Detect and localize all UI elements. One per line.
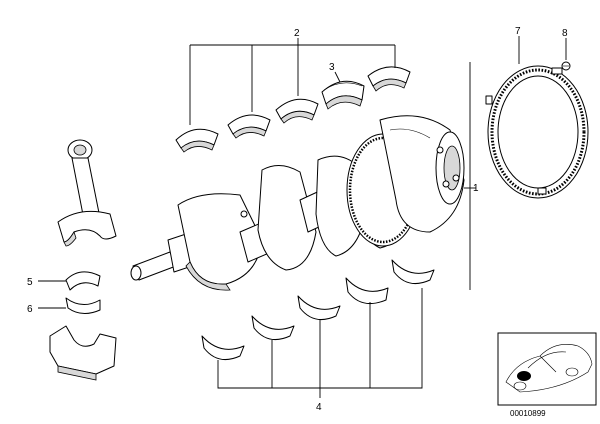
callout-8-label: 8 xyxy=(562,28,568,39)
inset-image-code: 00010899 xyxy=(510,409,546,418)
conrod-bearing-upper[interactable] xyxy=(65,271,101,291)
lower-bearing-shell-1[interactable] xyxy=(201,335,245,361)
callout-1-label: 1 xyxy=(473,183,479,194)
connecting-rod[interactable] xyxy=(57,139,117,247)
callout-7-8-leaders xyxy=(518,36,567,64)
increment-wheel[interactable] xyxy=(485,65,589,199)
crankshaft[interactable] xyxy=(130,115,465,291)
car-silhouette xyxy=(505,344,593,393)
callout-5-6-leaders xyxy=(38,280,66,309)
conrod-bearing-lower[interactable] xyxy=(65,297,101,314)
callout-6-label: 6 xyxy=(27,304,33,315)
lower-bearing-shell-2[interactable] xyxy=(251,315,295,341)
vehicle-locator-inset: 00010899 xyxy=(497,332,597,418)
callout-5-label: 5 xyxy=(27,277,33,288)
lower-bearing-shell-3[interactable] xyxy=(297,295,341,321)
lower-thrust-bearing-shell[interactable] xyxy=(345,277,389,305)
callout-1-leader xyxy=(464,62,476,290)
callout-7-label: 7 xyxy=(515,26,521,37)
thrust-bearing-shell[interactable] xyxy=(321,80,365,110)
upper-bearing-shell-5[interactable] xyxy=(367,66,411,92)
upper-bearing-shell-1[interactable] xyxy=(175,128,219,153)
callout-3-label: 3 xyxy=(329,62,335,73)
callout-2-label: 2 xyxy=(294,28,300,39)
lower-bearing-shell-5[interactable] xyxy=(391,259,435,285)
callout-2-leader xyxy=(189,38,396,125)
wheel-screw[interactable] xyxy=(561,61,571,71)
callout-4-label: 4 xyxy=(316,402,322,413)
upper-bearing-shells xyxy=(175,66,411,153)
upper-bearing-shell-3[interactable] xyxy=(275,98,319,124)
lower-bearing-shells xyxy=(201,259,435,361)
upper-bearing-shell-2[interactable] xyxy=(227,114,271,139)
callout-4-leader xyxy=(217,288,423,398)
conrod-cap[interactable] xyxy=(49,325,117,381)
